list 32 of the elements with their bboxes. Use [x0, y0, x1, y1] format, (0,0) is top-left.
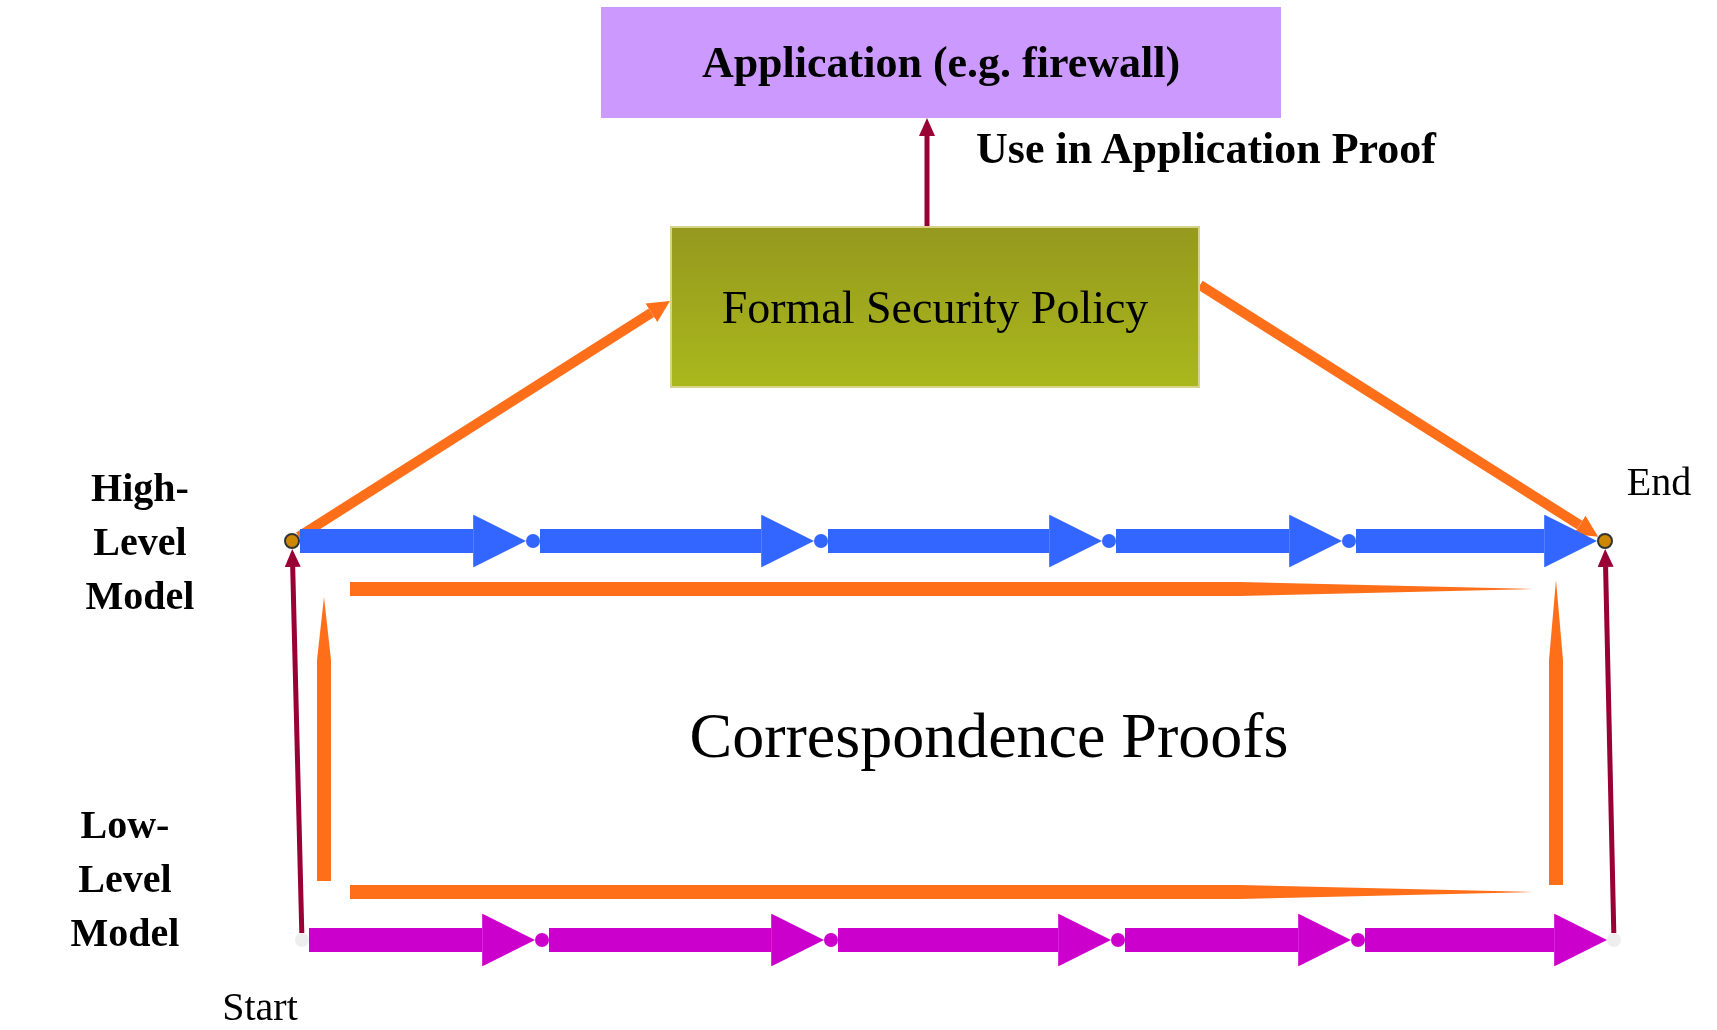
- dot-node: [1342, 534, 1356, 548]
- arrow: [1365, 913, 1607, 967]
- node-caption: High-Level Model: [84, 464, 196, 620]
- diagram-label: Correspondence Proofs: [689, 699, 1289, 773]
- dot-node: [535, 933, 549, 947]
- arrow: [309, 913, 535, 967]
- arrow: [828, 514, 1102, 568]
- arrow: [1116, 514, 1342, 568]
- arrow: [540, 514, 814, 568]
- dot-node: [1351, 933, 1365, 947]
- dot-node: [824, 933, 838, 947]
- application-box: Application (e.g. firewall): [601, 7, 1281, 118]
- node-caption: Low-Level Model: [69, 801, 181, 957]
- node-caption: End: [1626, 458, 1692, 506]
- dot-node: [526, 534, 540, 548]
- arrow: [1125, 913, 1351, 967]
- arrow: [919, 118, 935, 226]
- dot-node: [1597, 533, 1613, 549]
- arrow: [549, 913, 824, 967]
- arrow: [284, 549, 305, 934]
- dot-node: [1111, 933, 1125, 947]
- arrow: [1356, 514, 1597, 568]
- dot-node: [1102, 534, 1116, 548]
- dot-node: [1607, 933, 1621, 947]
- dot-node: [295, 933, 309, 947]
- arrow: [838, 913, 1111, 967]
- policy-box: Formal Security Policy: [670, 226, 1200, 388]
- dot-node: [814, 534, 828, 548]
- node-caption: Start: [222, 983, 298, 1030]
- arrow: [1597, 549, 1617, 934]
- arrow: [300, 514, 526, 568]
- dot-node: [284, 533, 300, 549]
